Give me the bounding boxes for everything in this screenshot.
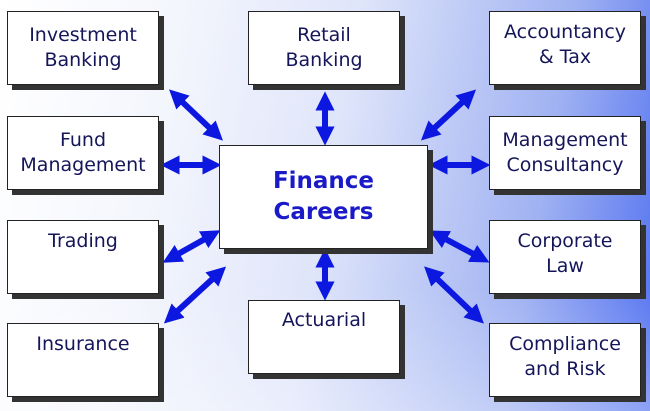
box-fund-management: Fund Management [7,116,159,190]
label: Fund [59,129,107,151]
arrow-compliance-risk [424,266,484,324]
center-title: Careers [273,199,374,225]
box-retail-banking: Retail Banking [248,11,400,85]
box-corporate-law: Corporate Law [489,220,641,294]
label: & Tax [538,46,592,68]
box-trading: Trading [7,220,159,294]
label: Compliance [509,333,621,355]
label: Accountancy [503,21,627,43]
label: Management [502,129,628,151]
arrow-investment-banking [169,89,223,141]
box-investment-banking: Investment Banking [7,11,159,85]
arrow-accountancy-tax [420,89,477,141]
label: Banking [285,49,363,71]
label: Insurance [36,333,130,355]
label: Management [20,154,146,176]
label: Consultancy [506,154,624,176]
label: Corporate [517,230,613,252]
label: Banking [44,49,122,71]
label: Investment [29,24,137,46]
label: Law [546,255,584,277]
box-insurance: Insurance [7,323,159,397]
box-finance-careers: Finance Careers [219,145,428,249]
label: and Risk [524,358,606,380]
center-title: Finance [272,168,375,194]
label: Trading [48,230,118,252]
box-actuarial: Actuarial [248,300,400,374]
arrow-insurance [163,266,227,324]
label: Retail [297,24,351,46]
arrow-corporate-law [429,230,490,263]
arrow-trading [162,230,221,263]
box-compliance-risk: Compliance and Risk [489,323,641,397]
box-accountancy-tax: Accountancy & Tax [489,11,641,85]
label: Actuarial [281,309,367,331]
box-management-consultancy: Management Consultancy [489,116,641,190]
